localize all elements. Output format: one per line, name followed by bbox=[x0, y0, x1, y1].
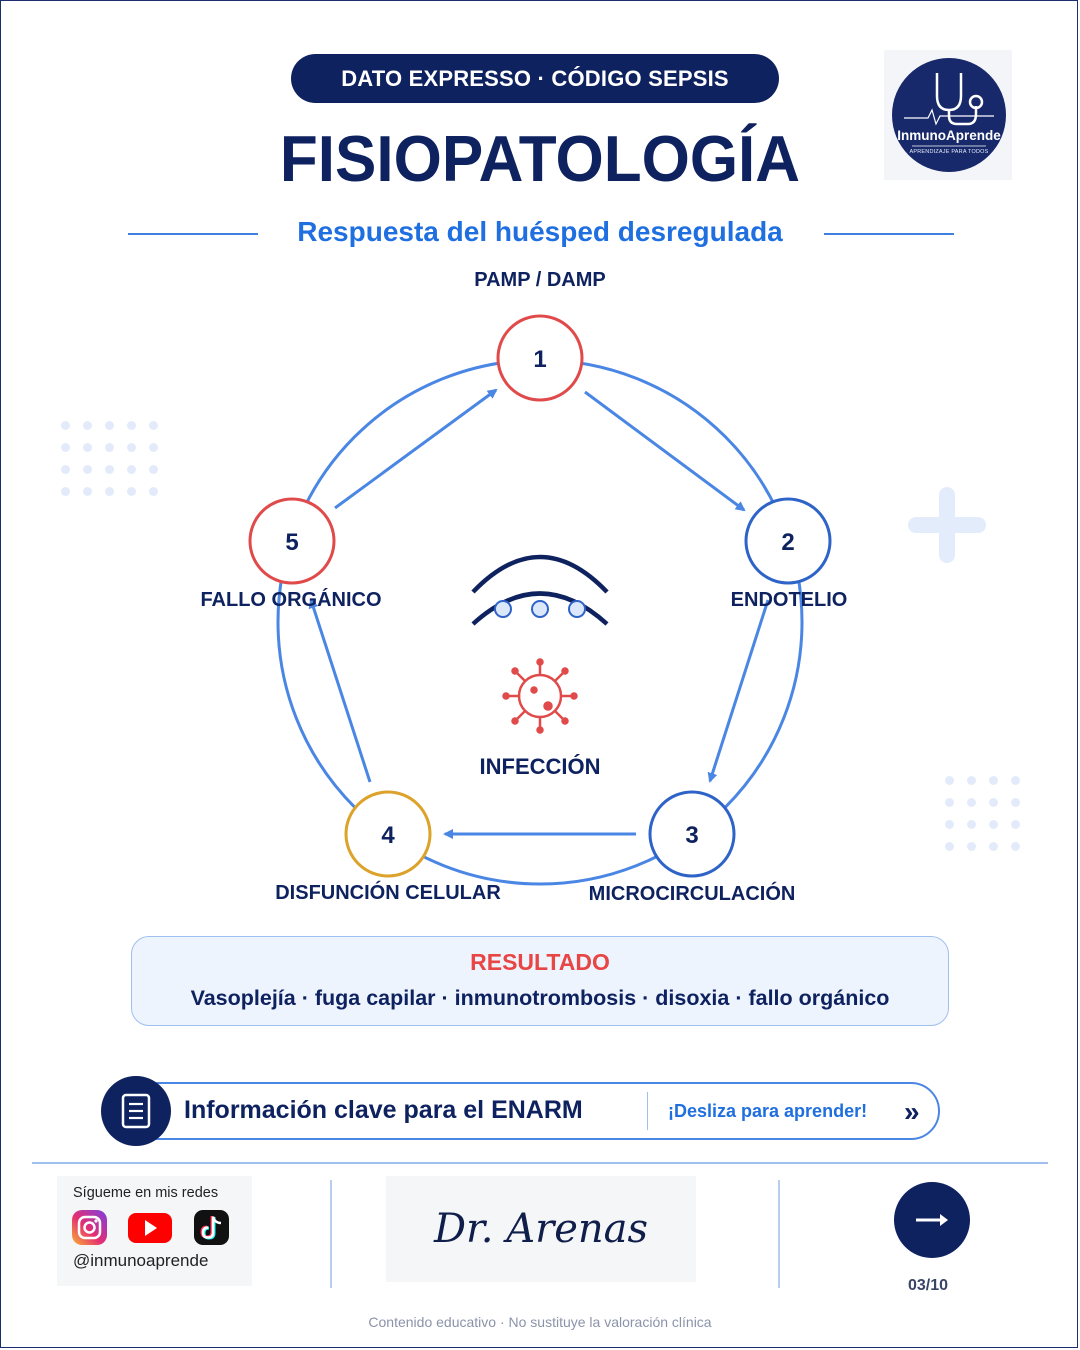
enarm-divider bbox=[647, 1092, 648, 1130]
tiktok-icon[interactable] bbox=[194, 1210, 229, 1245]
subtitle-rule-right bbox=[824, 233, 954, 235]
decorative-dots-left bbox=[61, 421, 158, 496]
svg-text:4: 4 bbox=[381, 822, 395, 849]
footer-separator-left bbox=[330, 1180, 332, 1288]
swipe-prompt[interactable]: ¡Desliza para aprender! bbox=[668, 1101, 868, 1121]
cycle-node-1: 1 bbox=[496, 314, 584, 402]
social-handle[interactable]: @inmunoaprende bbox=[73, 1251, 209, 1270]
stethoscope-icon bbox=[904, 73, 994, 147]
result-text: Vasoplejía · fuga capilar · inmunotrombo… bbox=[190, 986, 890, 1010]
microcirculacion-label: MICROCIRCULACIÓN bbox=[588, 883, 796, 905]
decorative-dots-right bbox=[945, 776, 1020, 851]
decorative-plus-vertical bbox=[939, 487, 955, 563]
document-icon bbox=[121, 1093, 151, 1129]
section-badge: DATO EXPRESSO · CÓDIGO SEPSIS bbox=[291, 54, 779, 103]
enarm-text: Información clave para el ENARM bbox=[184, 1096, 583, 1124]
arrow-right-icon bbox=[916, 1214, 948, 1226]
arrow-4-5 bbox=[308, 598, 372, 783]
logo-circle: InmunoAprende APRENDIZAJE PARA TODOS bbox=[892, 58, 1006, 172]
footer-divider bbox=[32, 1162, 1048, 1164]
double-chevron-right-icon[interactable]: » bbox=[904, 1096, 920, 1127]
arrow-1-2 bbox=[584, 390, 746, 512]
result-title: RESULTADO bbox=[470, 949, 610, 975]
disfuncion-celular-label: DISFUNCIÓN CELULAR bbox=[275, 882, 501, 904]
next-slide-button[interactable] bbox=[894, 1182, 970, 1258]
enarm-banner[interactable] bbox=[130, 1082, 940, 1140]
page-subtitle: Respuesta del huésped desregulada bbox=[297, 216, 783, 247]
section-badge-text: DATO EXPRESSO · CÓDIGO SEPSIS bbox=[341, 65, 729, 91]
subtitle-rule-left bbox=[128, 233, 258, 235]
svg-text:1: 1 bbox=[533, 346, 546, 373]
logo-name: InmunoAprende bbox=[897, 128, 1001, 143]
footer-separator-right bbox=[778, 1180, 780, 1288]
svg-text:2: 2 bbox=[781, 529, 794, 556]
cycle-node-4: 4 bbox=[344, 790, 432, 878]
youtube-icon[interactable] bbox=[128, 1213, 172, 1243]
brand-logo: InmunoAprende APRENDIZAJE PARA TODOS bbox=[884, 50, 1012, 180]
social-icons bbox=[72, 1210, 229, 1245]
endotelio-label: ENDOTELIO bbox=[730, 589, 848, 611]
signature: Dr. Arenas bbox=[386, 1176, 696, 1282]
infeccion-label: INFECCIÓN bbox=[479, 754, 601, 779]
enarm-icon-badge bbox=[101, 1076, 171, 1146]
social-block: Sígueme en mis redes @inmunoaprend bbox=[57, 1176, 252, 1286]
center-icon bbox=[471, 554, 609, 626]
virus-icon bbox=[502, 658, 578, 734]
instagram-icon[interactable] bbox=[72, 1210, 107, 1245]
page-title: FISIOPATOLOGÍA bbox=[279, 123, 801, 196]
signature-image: Dr. Arenas bbox=[433, 1206, 648, 1252]
cycle-node-3: 3 bbox=[648, 790, 736, 878]
logo-tagline: APRENDIZAJE PARA TODOS bbox=[909, 149, 989, 155]
svg-text:3: 3 bbox=[685, 822, 698, 849]
result-box: RESULTADO Vasoplejía · fuga capilar · in… bbox=[131, 936, 949, 1026]
pamp-damp-label: PAMP / DAMP bbox=[474, 269, 606, 291]
disclaimer: Contenido educativo · No sustituye la va… bbox=[368, 1314, 712, 1330]
svg-text:Dr. Arenas: Dr. Arenas bbox=[433, 1206, 648, 1252]
svg-text:5: 5 bbox=[285, 529, 298, 556]
page-indicator: 03/10 bbox=[908, 1277, 949, 1294]
cycle-node-2: 2 bbox=[744, 497, 832, 585]
cycle-node-5: 5 bbox=[248, 497, 336, 585]
arrow-5-1 bbox=[334, 388, 498, 510]
arrow-2-3 bbox=[707, 599, 770, 783]
fallo-organico-label: FALLO ORGÁNICO bbox=[200, 589, 382, 611]
social-title: Sígueme en mis redes bbox=[73, 1185, 219, 1201]
